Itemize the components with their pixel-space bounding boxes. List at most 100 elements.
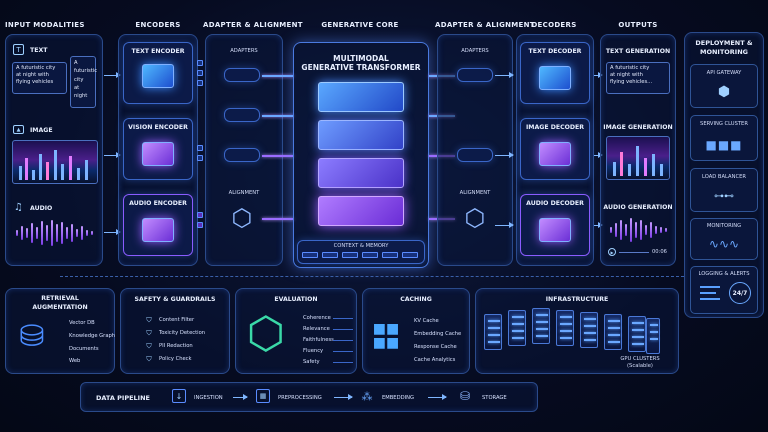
monitoring-card bbox=[690, 218, 758, 260]
api-gateway-card bbox=[690, 64, 758, 108]
line-chart-icon: ∿∿∿ bbox=[708, 237, 740, 251]
text-output-line: at night with bbox=[610, 72, 643, 79]
text-input-sample: A futuristic city at night with flying v… bbox=[12, 62, 67, 94]
audio-progress-track[interactable] bbox=[619, 252, 649, 253]
evaluation-metric: Relevance bbox=[303, 326, 330, 332]
data-pipeline-title: DATA PIPELINE bbox=[96, 394, 150, 402]
monitoring-label: MONITORING bbox=[706, 223, 742, 229]
audio-encoder-cube bbox=[142, 218, 174, 242]
arrow bbox=[495, 72, 514, 78]
token: city bbox=[74, 76, 84, 83]
city-image-input bbox=[12, 140, 98, 184]
api-gateway-label: API GATEWAY bbox=[706, 70, 742, 76]
transformer-layer bbox=[318, 120, 404, 150]
load-balancer-card bbox=[690, 168, 758, 212]
token: futuristic bbox=[74, 68, 98, 75]
connector bbox=[262, 155, 294, 157]
load-balancer-label: LOAD BALANCER bbox=[702, 174, 746, 180]
image-input-label: IMAGE bbox=[30, 127, 53, 134]
retrieval-title-line2: AUGMENTATION bbox=[32, 304, 88, 311]
connector bbox=[262, 218, 294, 220]
text-output-line: A futuristic city bbox=[610, 65, 650, 71]
pipeline-step: STORAGE bbox=[482, 395, 507, 401]
embedding-network-icon: ⁂ bbox=[361, 389, 373, 403]
safety-item: Toxicity Detection bbox=[159, 330, 206, 336]
cache-cubes-icon: ■■■■ bbox=[372, 321, 400, 351]
evaluation-metric: Safety bbox=[303, 359, 320, 365]
generative-core-panel bbox=[293, 42, 429, 268]
deployment-title-line1: DEPLOYMENT & bbox=[695, 39, 753, 47]
retrieval-item: Web bbox=[69, 358, 81, 364]
radar-chart-icon: ⬡ bbox=[246, 307, 286, 359]
audio-generation-label: AUDIO GENERATION bbox=[603, 204, 673, 211]
audio-decoder-label: AUDIO DECODER bbox=[526, 200, 584, 207]
token-list: A futuristic city at night bbox=[70, 56, 98, 108]
adapter-left-title: ADAPTER & ALIGNMENT bbox=[203, 21, 303, 29]
connector bbox=[262, 115, 294, 117]
arrow bbox=[495, 152, 514, 158]
alignment-network-icon: ⬡ bbox=[464, 204, 486, 232]
token: A bbox=[74, 60, 78, 66]
city-image-output bbox=[606, 136, 670, 180]
log-lines-icon bbox=[700, 286, 722, 306]
core-name-line1: MULTIMODAL bbox=[333, 54, 389, 63]
audio-input-waveform bbox=[12, 220, 98, 246]
download-icon: ↓ bbox=[172, 389, 186, 403]
text-decoder-cube bbox=[539, 66, 571, 90]
encoders-title: ENCODERS bbox=[135, 21, 181, 29]
network-hub-icon: ⬢ bbox=[717, 84, 731, 100]
dashed-connector bbox=[60, 276, 684, 277]
connector bbox=[262, 75, 294, 77]
arrow bbox=[334, 394, 353, 400]
caching-panel bbox=[362, 288, 470, 374]
text-icon: T bbox=[13, 44, 24, 55]
cube-cluster-icon: ■■■ bbox=[705, 138, 743, 152]
transformer-stack bbox=[318, 82, 404, 232]
safety-item: PII Redaction bbox=[159, 343, 193, 349]
evaluation-metric: Fluency bbox=[303, 348, 324, 354]
input-modalities-title: INPUT MODALITIES bbox=[5, 21, 85, 29]
token-chip bbox=[197, 60, 203, 66]
audio-input-label: AUDIO bbox=[30, 205, 53, 212]
retrieval-item: Vector DB bbox=[69, 320, 95, 326]
evaluation-title: EVALUATION bbox=[274, 296, 318, 303]
token: at bbox=[74, 84, 80, 91]
token-chip bbox=[197, 145, 203, 151]
shield-icon: ⛉ bbox=[146, 341, 152, 350]
cache-item: KV Cache bbox=[414, 318, 439, 324]
uptime-badge: 24/7 bbox=[729, 282, 751, 304]
token: night bbox=[74, 93, 88, 100]
audio-decoder-cube bbox=[539, 218, 571, 242]
memory-slots bbox=[302, 252, 420, 260]
text-output-sample: A futuristic city at night with flying v… bbox=[606, 62, 670, 94]
pipeline-step: EMBEDDING bbox=[382, 395, 415, 401]
audio-output-waveform bbox=[608, 218, 670, 242]
text-encoder-cube bbox=[142, 64, 174, 88]
text-input-line: A futuristic city bbox=[16, 65, 56, 71]
balancer-tree-icon: ⊶⊷ bbox=[714, 190, 734, 202]
text-decoder-label: TEXT DECODER bbox=[528, 48, 582, 55]
token-chip bbox=[197, 80, 203, 86]
evaluation-metric: Faithfulness bbox=[303, 337, 334, 343]
outputs-title: OUTPUTS bbox=[618, 21, 658, 29]
transformer-layer bbox=[318, 82, 404, 112]
shield-icon: ⛉ bbox=[146, 328, 152, 337]
logging-alerts-label: LOGGING & ALERTS bbox=[698, 271, 750, 277]
audio-encoder-label: AUDIO ENCODER bbox=[129, 200, 187, 207]
metric-bars bbox=[333, 318, 353, 364]
play-icon[interactable]: ▶ bbox=[608, 248, 616, 256]
grid-icon: ▦ bbox=[256, 389, 270, 403]
arrow bbox=[428, 394, 447, 400]
text-encoder-label: TEXT ENCODER bbox=[131, 48, 185, 55]
safety-panel bbox=[120, 288, 230, 374]
core-name-line2: GENERATIVE TRANSFORMER bbox=[301, 63, 421, 72]
evaluation-metric: Coherence bbox=[303, 315, 331, 321]
text-output-line: flying vehicles... bbox=[610, 79, 653, 86]
adapter-block bbox=[224, 148, 260, 162]
alignment-network-icon: ⬡ bbox=[231, 204, 253, 232]
text-input-label: TEXT bbox=[30, 47, 48, 54]
shield-icon: ⛉ bbox=[146, 315, 152, 324]
gpu-clusters-caption: GPU CLUSTERS bbox=[620, 356, 660, 362]
audio-time: 00:06 bbox=[652, 249, 667, 255]
infrastructure-title: INFRASTRUCTURE bbox=[545, 296, 609, 303]
